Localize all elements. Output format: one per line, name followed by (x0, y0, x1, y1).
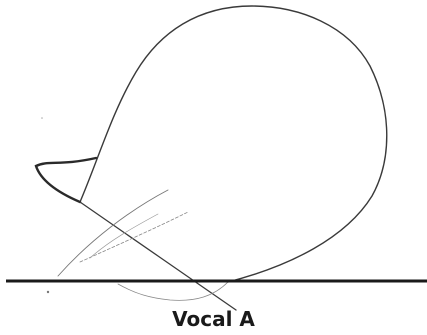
diagram-caption: Vocal A (172, 307, 255, 331)
diagonal-stroke (79, 201, 237, 311)
speck-mark (46, 290, 50, 294)
fan-line-lower (79, 211, 189, 263)
speck-mark (41, 117, 43, 119)
tail-stroke (117, 281, 229, 301)
fan-line-upper (57, 189, 169, 277)
fan-line-mid (89, 213, 159, 259)
vocal-loop-trace (79, 5, 388, 283)
small-leaf-loop (34, 156, 98, 204)
